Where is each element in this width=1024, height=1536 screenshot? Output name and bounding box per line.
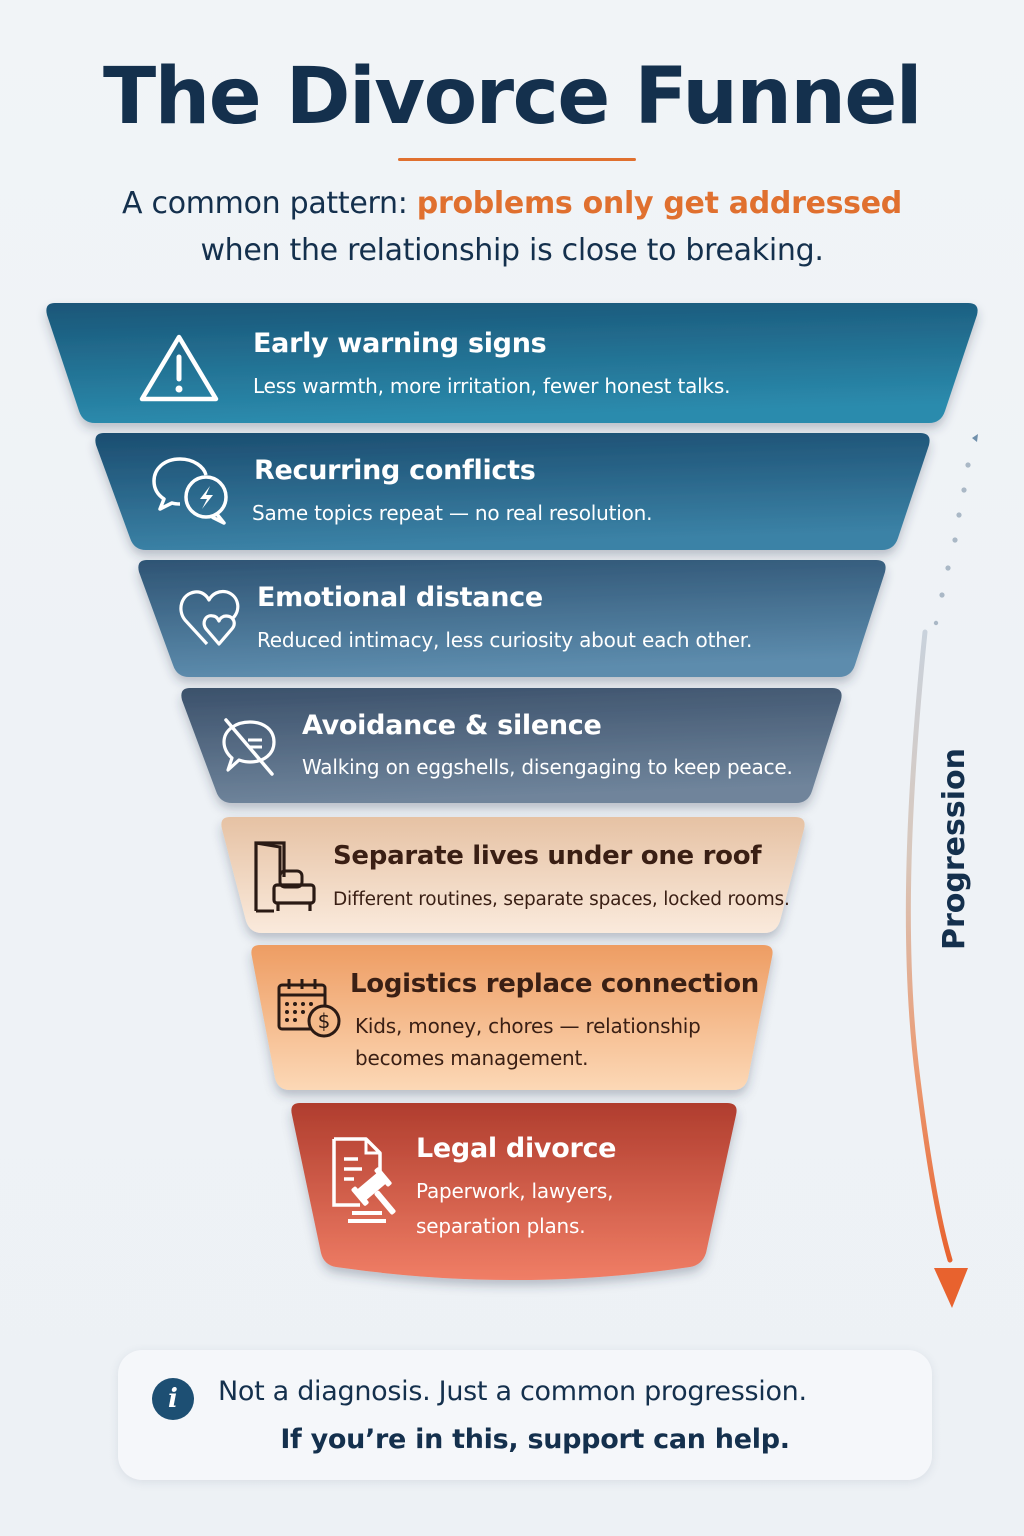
progression-label: Progression: [937, 748, 972, 950]
stage-description: separation plans.: [416, 1214, 586, 1238]
stage-title: Early warning signs: [253, 328, 547, 359]
subtitle-prefix: A common pattern:: [122, 186, 417, 221]
funnel-stage-legal-divorce: Legal divorce Paperwork, lawyers, separa…: [290, 1103, 737, 1285]
stage-shape: [251, 945, 773, 1090]
funnel-stage-early-warning: Early warning signs Less warmth, more ir…: [45, 303, 978, 423]
stage-description: Less warmth, more irritation, fewer hone…: [253, 374, 731, 398]
stage-title: Avoidance & silence: [302, 710, 602, 741]
note-line1: Not a diagnosis. Just a common progressi…: [218, 1376, 807, 1407]
stage-description: Same topics repeat — no real resolution.: [252, 501, 653, 525]
stage-shape: [221, 817, 805, 933]
page-title: The Divorce Funnel: [102, 52, 923, 142]
stage-shape: [46, 303, 978, 423]
muted-chat-icon: [222, 718, 276, 776]
stage-title: Separate lives under one roof: [333, 841, 762, 871]
stage-title: Emotional distance: [257, 582, 543, 613]
document-gavel-icon: [332, 1137, 396, 1223]
stage-title: Legal divorce: [416, 1133, 617, 1164]
progression-dots: [933, 434, 978, 626]
funnel-stage-recurring-conflicts: Recurring conflicts Same topics repeat —…: [94, 433, 930, 550]
stage-description: Walking on eggshells, disengaging to kee…: [302, 755, 793, 779]
stage-shape: [291, 1103, 737, 1280]
chat-conflict-icon: [152, 457, 228, 525]
title-underline: [398, 158, 636, 161]
calendar-money-icon: $: [277, 979, 341, 1038]
funnel-stage-separate-lives: Separate lives under one roof Different …: [220, 817, 805, 933]
stage-shape: [138, 560, 886, 677]
broken-hearts-icon: [179, 589, 240, 646]
stage-title: Recurring conflicts: [254, 455, 536, 486]
svg-text:$: $: [318, 1009, 331, 1033]
progression-arrow: [905, 434, 978, 1308]
subtitle-line2: when the relationship is close to breaki…: [200, 233, 824, 268]
stage-description: Reduced intimacy, less curiosity about e…: [257, 628, 753, 652]
stage-shape: [95, 433, 930, 550]
funnel-stage-emotional-distance: Emotional distance Reduced intimacy, les…: [137, 560, 886, 677]
note-line2: If you’re in this, support can help.: [280, 1424, 790, 1455]
door-bed-icon: [254, 841, 316, 913]
stage-title: Logistics replace connection: [350, 969, 759, 999]
stage-shape: [181, 688, 842, 803]
disclaimer-note: i Not a diagnosis. Just a common progres…: [118, 1350, 932, 1480]
info-icon: i: [152, 1378, 194, 1420]
warning-triangle-icon: [139, 334, 219, 402]
funnel-stage-avoidance-silence: Avoidance & silence Walking on eggshells…: [180, 688, 842, 803]
stage-description: Kids, money, chores — relationship: [355, 1014, 701, 1038]
funnel-stage-logistics: $ Logistics replace connection Kids, mon…: [250, 945, 773, 1090]
subtitle-highlight: problems only get addressed: [416, 186, 902, 221]
stage-description: becomes management.: [355, 1046, 589, 1070]
stage-description: Different routines, separate spaces, loc…: [333, 889, 790, 910]
subtitle: A common pattern: problems only get addr…: [0, 180, 1024, 274]
stage-description: Paperwork, lawyers,: [416, 1179, 614, 1203]
